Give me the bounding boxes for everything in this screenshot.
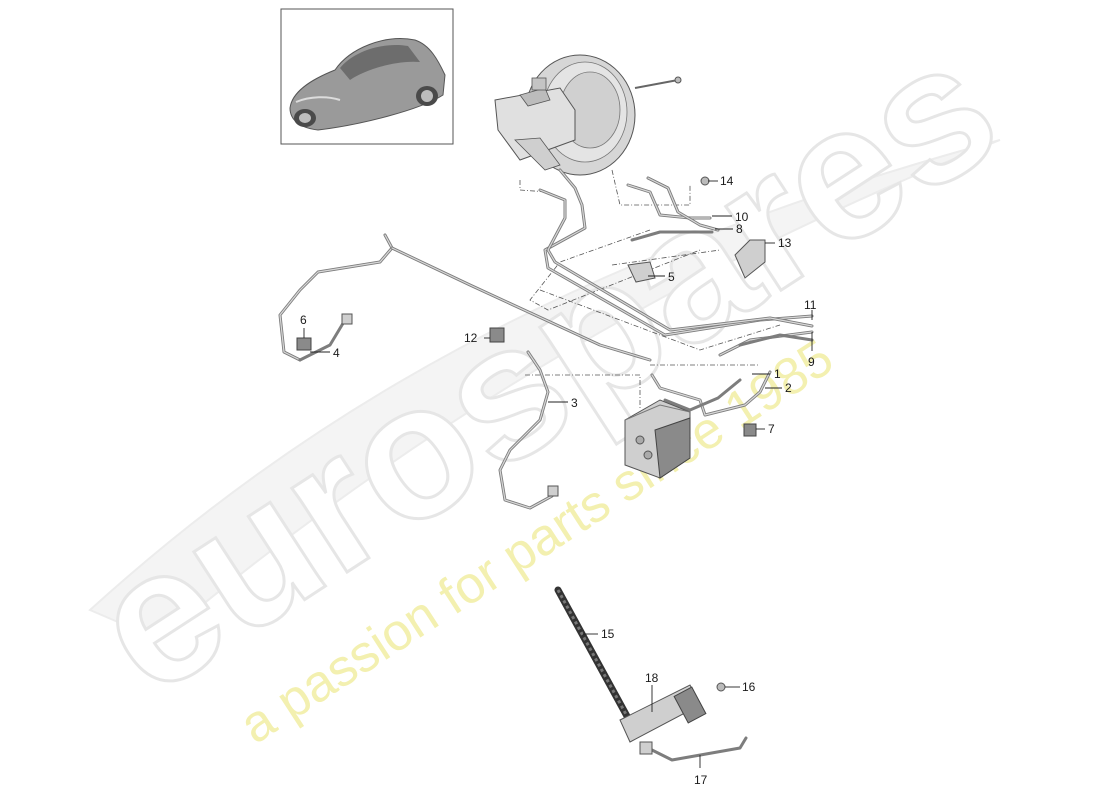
brake-booster — [494, 54, 682, 176]
bolt-16 — [716, 682, 726, 692]
callout-16: 16 — [742, 680, 756, 694]
leader-lines — [303, 180, 813, 768]
vehicle-thumbnail — [280, 8, 454, 145]
bracket-13 — [734, 239, 766, 279]
callout-11: 11 — [804, 298, 817, 312]
callout-10: 10 — [735, 210, 749, 224]
callout-14: 14 — [720, 174, 734, 188]
abs-hydraulic-unit — [624, 399, 691, 479]
callout-15: 15 — [601, 627, 615, 641]
lower-assembly — [554, 586, 748, 762]
callout-17: 17 — [694, 773, 708, 787]
pipe-17 — [646, 736, 748, 762]
small-parts — [296, 176, 766, 497]
callout-4: 4 — [333, 346, 340, 360]
callout-3: 3 — [571, 396, 578, 410]
callout-18: 18 — [645, 671, 659, 685]
car-illustration — [289, 38, 446, 131]
callouts: 1 2 3 4 5 6 7 8 9 10 11 12 13 14 15 16 1… — [300, 174, 817, 787]
callout-6: 6 — [300, 313, 307, 327]
callout-7: 7 — [768, 422, 775, 436]
watermark-swoosh — [88, 139, 1001, 642]
callout-8: 8 — [736, 222, 743, 236]
damper-18 — [673, 686, 707, 724]
clip-12 — [489, 327, 505, 343]
connector-3-end — [547, 485, 559, 497]
callout-5: 5 — [668, 270, 675, 284]
bolt-14 — [700, 176, 710, 186]
callout-2: 2 — [785, 381, 792, 395]
bracket-5 — [627, 261, 656, 283]
clip-6 — [296, 337, 312, 351]
callout-12: 12 — [464, 331, 478, 345]
clip-7 — [743, 423, 757, 437]
callout-9: 9 — [808, 355, 815, 369]
callout-1: 1 — [774, 367, 781, 381]
brake-pipes — [278, 168, 814, 510]
callout-13: 13 — [778, 236, 792, 250]
connector-4-end — [341, 313, 353, 325]
